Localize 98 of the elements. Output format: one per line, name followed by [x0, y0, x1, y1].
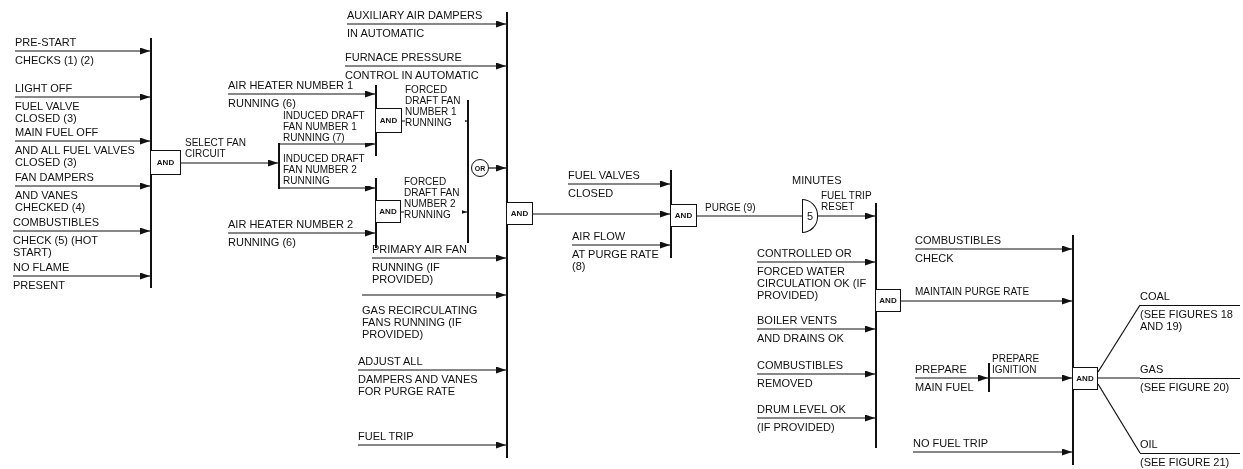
arrow	[14, 93, 151, 101]
condition-label: RUNNING (IF PROVIDED)	[372, 261, 441, 285]
timer-gate: 5	[802, 199, 818, 233]
logic-gate: AND	[375, 200, 401, 223]
logic-gate: AND	[1072, 367, 1098, 390]
arrow	[756, 325, 876, 333]
arrow	[12, 227, 151, 235]
condition-label: COMBUSTIBLES	[13, 216, 100, 228]
condition-label: CHECKS (1) (2)	[15, 54, 94, 66]
edge-label: INDUCED DRAFT FAN NUMBER 1 RUNNING (7)	[283, 110, 373, 143]
logic-gate: AND	[875, 289, 901, 312]
condition-label: RUNNING (6)	[228, 236, 296, 248]
edge-label: FORCED DRAFT FAN NUMBER 1 RUNNING	[405, 84, 465, 128]
condition-label: DRUM LEVEL OK	[757, 403, 846, 415]
arrow	[488, 164, 507, 172]
output-label: GAS	[1140, 363, 1164, 375]
condition-label: AND DRAINS OK	[757, 332, 844, 344]
condition-label: PREPARE	[915, 363, 967, 375]
condition-label: NO FUEL TRIP	[913, 437, 989, 449]
arrow	[756, 414, 876, 422]
condition-label: PRIMARY AIR FAN	[372, 243, 467, 255]
connector-line	[696, 215, 803, 217]
arrow	[357, 441, 507, 449]
arrow	[346, 20, 507, 28]
arrow	[278, 140, 376, 148]
arrow	[361, 291, 507, 299]
condition-label: CONTROL IN AUTOMATIC	[345, 69, 479, 81]
condition-label: AT PURGE RATE (8)	[572, 248, 660, 272]
output-label: (SEE FIGURES 18 AND 19)	[1140, 305, 1240, 332]
condition-label: MAIN FUEL OFF	[15, 126, 99, 138]
timer-caption: MINUTES	[792, 174, 842, 186]
arrow	[227, 90, 376, 98]
arrow	[567, 180, 671, 188]
condition-label: PRE-START	[15, 36, 77, 48]
arrow	[278, 184, 376, 192]
condition-label: GAS RECIRCULATING FANS RUNNING (IF PROVIDED)	[362, 304, 479, 340]
condition-label: ADJUST ALL	[358, 355, 423, 367]
condition-label: BOILER VENTS	[757, 314, 838, 326]
condition-label: FURNACE PRESSURE	[345, 51, 462, 63]
condition-label: DAMPERS AND VANES FOR PURGE RATE	[358, 373, 479, 397]
condition-label: AUXILIARY AIR DAMPERS	[347, 9, 483, 21]
arrow	[912, 448, 1073, 456]
condition-label: AIR HEATER NUMBER 2	[228, 218, 354, 230]
arrow	[344, 62, 507, 70]
condition-label: (IF PROVIDED)	[757, 421, 835, 433]
arrow	[14, 47, 151, 55]
condition-label: CHECK	[915, 252, 954, 264]
condition-label: PRESENT	[13, 279, 65, 291]
arrow	[357, 366, 507, 374]
condition-label: FUEL VALVES	[568, 169, 640, 181]
condition-label: COMBUSTIBLES	[757, 359, 844, 371]
output-label: OIL	[1140, 438, 1158, 450]
edge-label: INDUCED DRAFT FAN NUMBER 2 RUNNING	[283, 153, 371, 186]
condition-label: CONTROLLED OR	[757, 247, 852, 259]
arrow	[988, 374, 1073, 382]
logic-gate: AND	[670, 204, 697, 227]
output-label: COAL	[1140, 290, 1170, 302]
arrow	[14, 137, 151, 145]
condition-label: COMBUSTIBLES	[915, 234, 1002, 246]
arrow	[817, 212, 876, 220]
condition-label: AIR FLOW	[572, 230, 626, 242]
output-label: (SEE FIGURE 20)	[1140, 378, 1240, 393]
condition-label: FUEL TRIP	[358, 430, 414, 442]
arrow	[756, 258, 876, 266]
condition-label: NO FLAME	[13, 261, 70, 273]
arrow	[14, 182, 151, 190]
arrow	[914, 374, 989, 382]
condition-label: RUNNING (6)	[228, 97, 296, 109]
condition-label: REMOVED	[757, 377, 813, 389]
condition-label: FAN DAMPERS	[15, 171, 94, 183]
condition-label: AND VANES CHECKED (4)	[15, 189, 87, 213]
condition-label: MAIN FUEL	[915, 381, 974, 393]
output-label: (SEE FIGURE 21)	[1140, 453, 1240, 468]
condition-label: IN AUTOMATIC	[347, 27, 425, 39]
logic-gate: AND	[506, 202, 533, 225]
arrow	[227, 229, 376, 237]
arrow	[180, 159, 279, 167]
arrow	[756, 370, 876, 378]
arrow	[571, 241, 671, 249]
condition-label: LIGHT OFF	[15, 82, 73, 94]
condition-label: AIR HEATER NUMBER 1	[228, 79, 354, 91]
logic-gate: AND	[375, 108, 402, 133]
connector-line	[1097, 377, 1141, 379]
logic-gate: AND	[150, 150, 181, 175]
arrow	[900, 297, 1073, 305]
arrow	[371, 254, 507, 262]
connector-line	[1097, 383, 1141, 454]
arrow	[532, 210, 671, 218]
condition-label: CHECK (5) (HOT START)	[13, 234, 99, 258]
condition-label: AND ALL FUEL VALVES CLOSED (3)	[15, 144, 136, 168]
condition-label: CLOSED	[568, 187, 614, 199]
connector-line	[1097, 304, 1141, 373]
condition-label: FUEL VALVE CLOSED (3)	[15, 100, 81, 124]
condition-label: FORCED WATER CIRCULATION OK (IF PROVIDED)	[757, 265, 868, 301]
arrow	[914, 245, 1073, 253]
edge-label: FORCED DRAFT FAN NUMBER 2 RUNNING	[404, 176, 462, 220]
edge-label: FUEL TRIP RESET	[821, 190, 875, 212]
arrow	[12, 272, 151, 280]
